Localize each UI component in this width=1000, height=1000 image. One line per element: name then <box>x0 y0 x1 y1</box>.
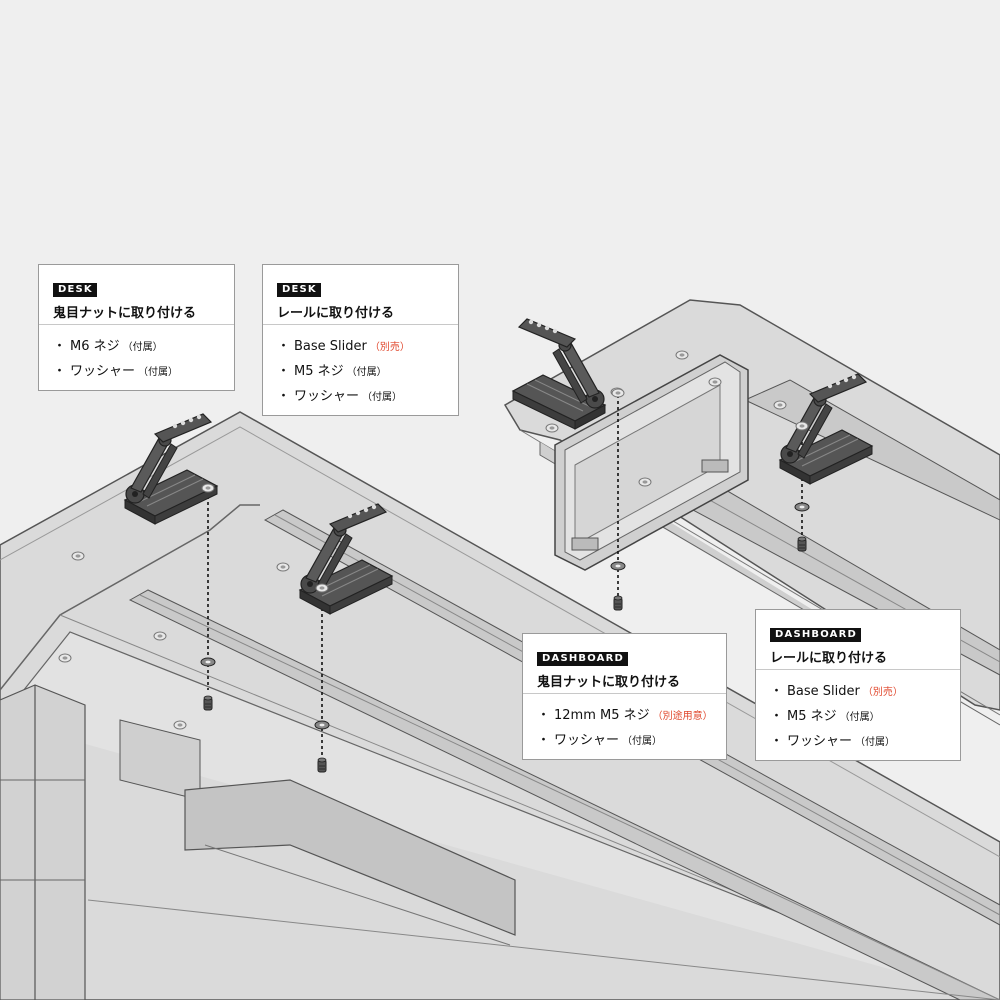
category-badge: DESK <box>277 283 321 297</box>
category-badge: DASHBOARD <box>770 628 862 642</box>
part-name: Base Slider <box>787 684 860 699</box>
category-badge: DASHBOARD <box>537 652 629 666</box>
bullet-dot: ・ <box>53 364 67 379</box>
list-item: ・M5 ネジ（付属） <box>770 705 946 730</box>
parts-list: ・Base Slider（別売） ・M5 ネジ（付属） ・ワッシャー（付属） <box>263 325 458 410</box>
callout-title: 鬼目ナットに取り付ける <box>537 675 681 690</box>
list-item: ・12mm M5 ネジ（別途用意） <box>537 704 713 729</box>
washer-icon <box>610 561 626 571</box>
callout-desk-insert-nut: DESK 鬼目ナットに取り付ける ・M6 ネジ（付属） ・ワッシャー（付属） <box>38 264 235 391</box>
callout-title: 鬼目ナットに取り付ける <box>53 306 197 321</box>
washer-icon <box>200 657 216 667</box>
screw-icon <box>317 757 327 773</box>
callout-header: DASHBOARD 鬼目ナットに取り付ける <box>523 634 726 694</box>
bullet-dot: ・ <box>770 734 784 749</box>
washer-icon <box>314 720 330 730</box>
list-item: ・M6 ネジ（付属） <box>53 335 220 360</box>
bullet-dot: ・ <box>537 708 551 723</box>
bullet-dot: ・ <box>277 339 291 354</box>
part-note: （付属） <box>622 736 663 747</box>
callout-dashboard-insert-nut: DASHBOARD 鬼目ナットに取り付ける ・12mm M5 ネジ（別途用意） … <box>522 633 727 760</box>
bullet-dot: ・ <box>277 364 291 379</box>
part-name: 12mm M5 ネジ <box>554 708 650 723</box>
part-name: M6 ネジ <box>70 339 120 354</box>
part-note: （付属） <box>346 367 387 378</box>
callout-header: DESK レールに取り付ける <box>263 265 458 325</box>
part-name: M5 ネジ <box>294 364 344 379</box>
part-name: ワッシャー <box>554 733 620 748</box>
screw-icon <box>613 595 623 611</box>
list-item: ・ワッシャー（付属） <box>537 729 712 754</box>
bullet-dot: ・ <box>537 733 551 748</box>
callout-title: レールに取り付ける <box>277 306 395 321</box>
list-item: ・ワッシャー（付属） <box>53 360 220 385</box>
callout-header: DESK 鬼目ナットに取り付ける <box>39 265 234 325</box>
parts-list: ・12mm M5 ネジ（別途用意） ・ワッシャー（付属） <box>523 694 726 754</box>
part-name: ワッシャー <box>70 364 136 379</box>
part-note: （付属） <box>122 342 163 353</box>
bullet-dot: ・ <box>770 709 784 724</box>
part-name: ワッシャー <box>787 734 853 749</box>
part-name: ワッシャー <box>294 389 360 404</box>
part-name: M5 ネジ <box>787 709 837 724</box>
callout-desk-rail: DESK レールに取り付ける ・Base Slider（別売） ・M5 ネジ（付… <box>262 264 459 416</box>
list-item: ・Base Slider（別売） <box>770 680 946 705</box>
list-item: ・ワッシャー（付属） <box>770 730 946 755</box>
list-item: ・ワッシャー（付属） <box>277 385 444 410</box>
bullet-dot: ・ <box>770 684 784 699</box>
washer-icon <box>794 502 810 512</box>
list-item: ・M5 ネジ（付属） <box>277 360 444 385</box>
desk-left <box>0 411 1000 1000</box>
part-name: Base Slider <box>294 339 367 354</box>
bullet-dot: ・ <box>277 389 291 404</box>
screw-icon <box>203 695 213 711</box>
callout-dashboard-rail: DASHBOARD レールに取り付ける ・Base Slider（別売） ・M5… <box>755 609 961 761</box>
bullet-dot: ・ <box>53 339 67 354</box>
part-note: （付属） <box>855 737 896 748</box>
parts-list: ・M6 ネジ（付属） ・ワッシャー（付属） <box>39 325 234 385</box>
part-note: （別途用意） <box>652 711 713 722</box>
part-note: （付属） <box>839 712 880 723</box>
parts-list: ・Base Slider（別売） ・M5 ネジ（付属） ・ワッシャー（付属） <box>756 670 960 755</box>
part-note: （別売） <box>369 342 410 353</box>
callout-header: DASHBOARD レールに取り付ける <box>756 610 960 670</box>
part-note: （付属） <box>138 367 179 378</box>
part-note: （別売） <box>862 687 903 698</box>
category-badge: DESK <box>53 283 97 297</box>
screw-icon <box>797 536 807 552</box>
list-item: ・Base Slider（別売） <box>277 335 444 360</box>
part-note: （付属） <box>362 392 403 403</box>
callout-title: レールに取り付ける <box>770 651 888 666</box>
